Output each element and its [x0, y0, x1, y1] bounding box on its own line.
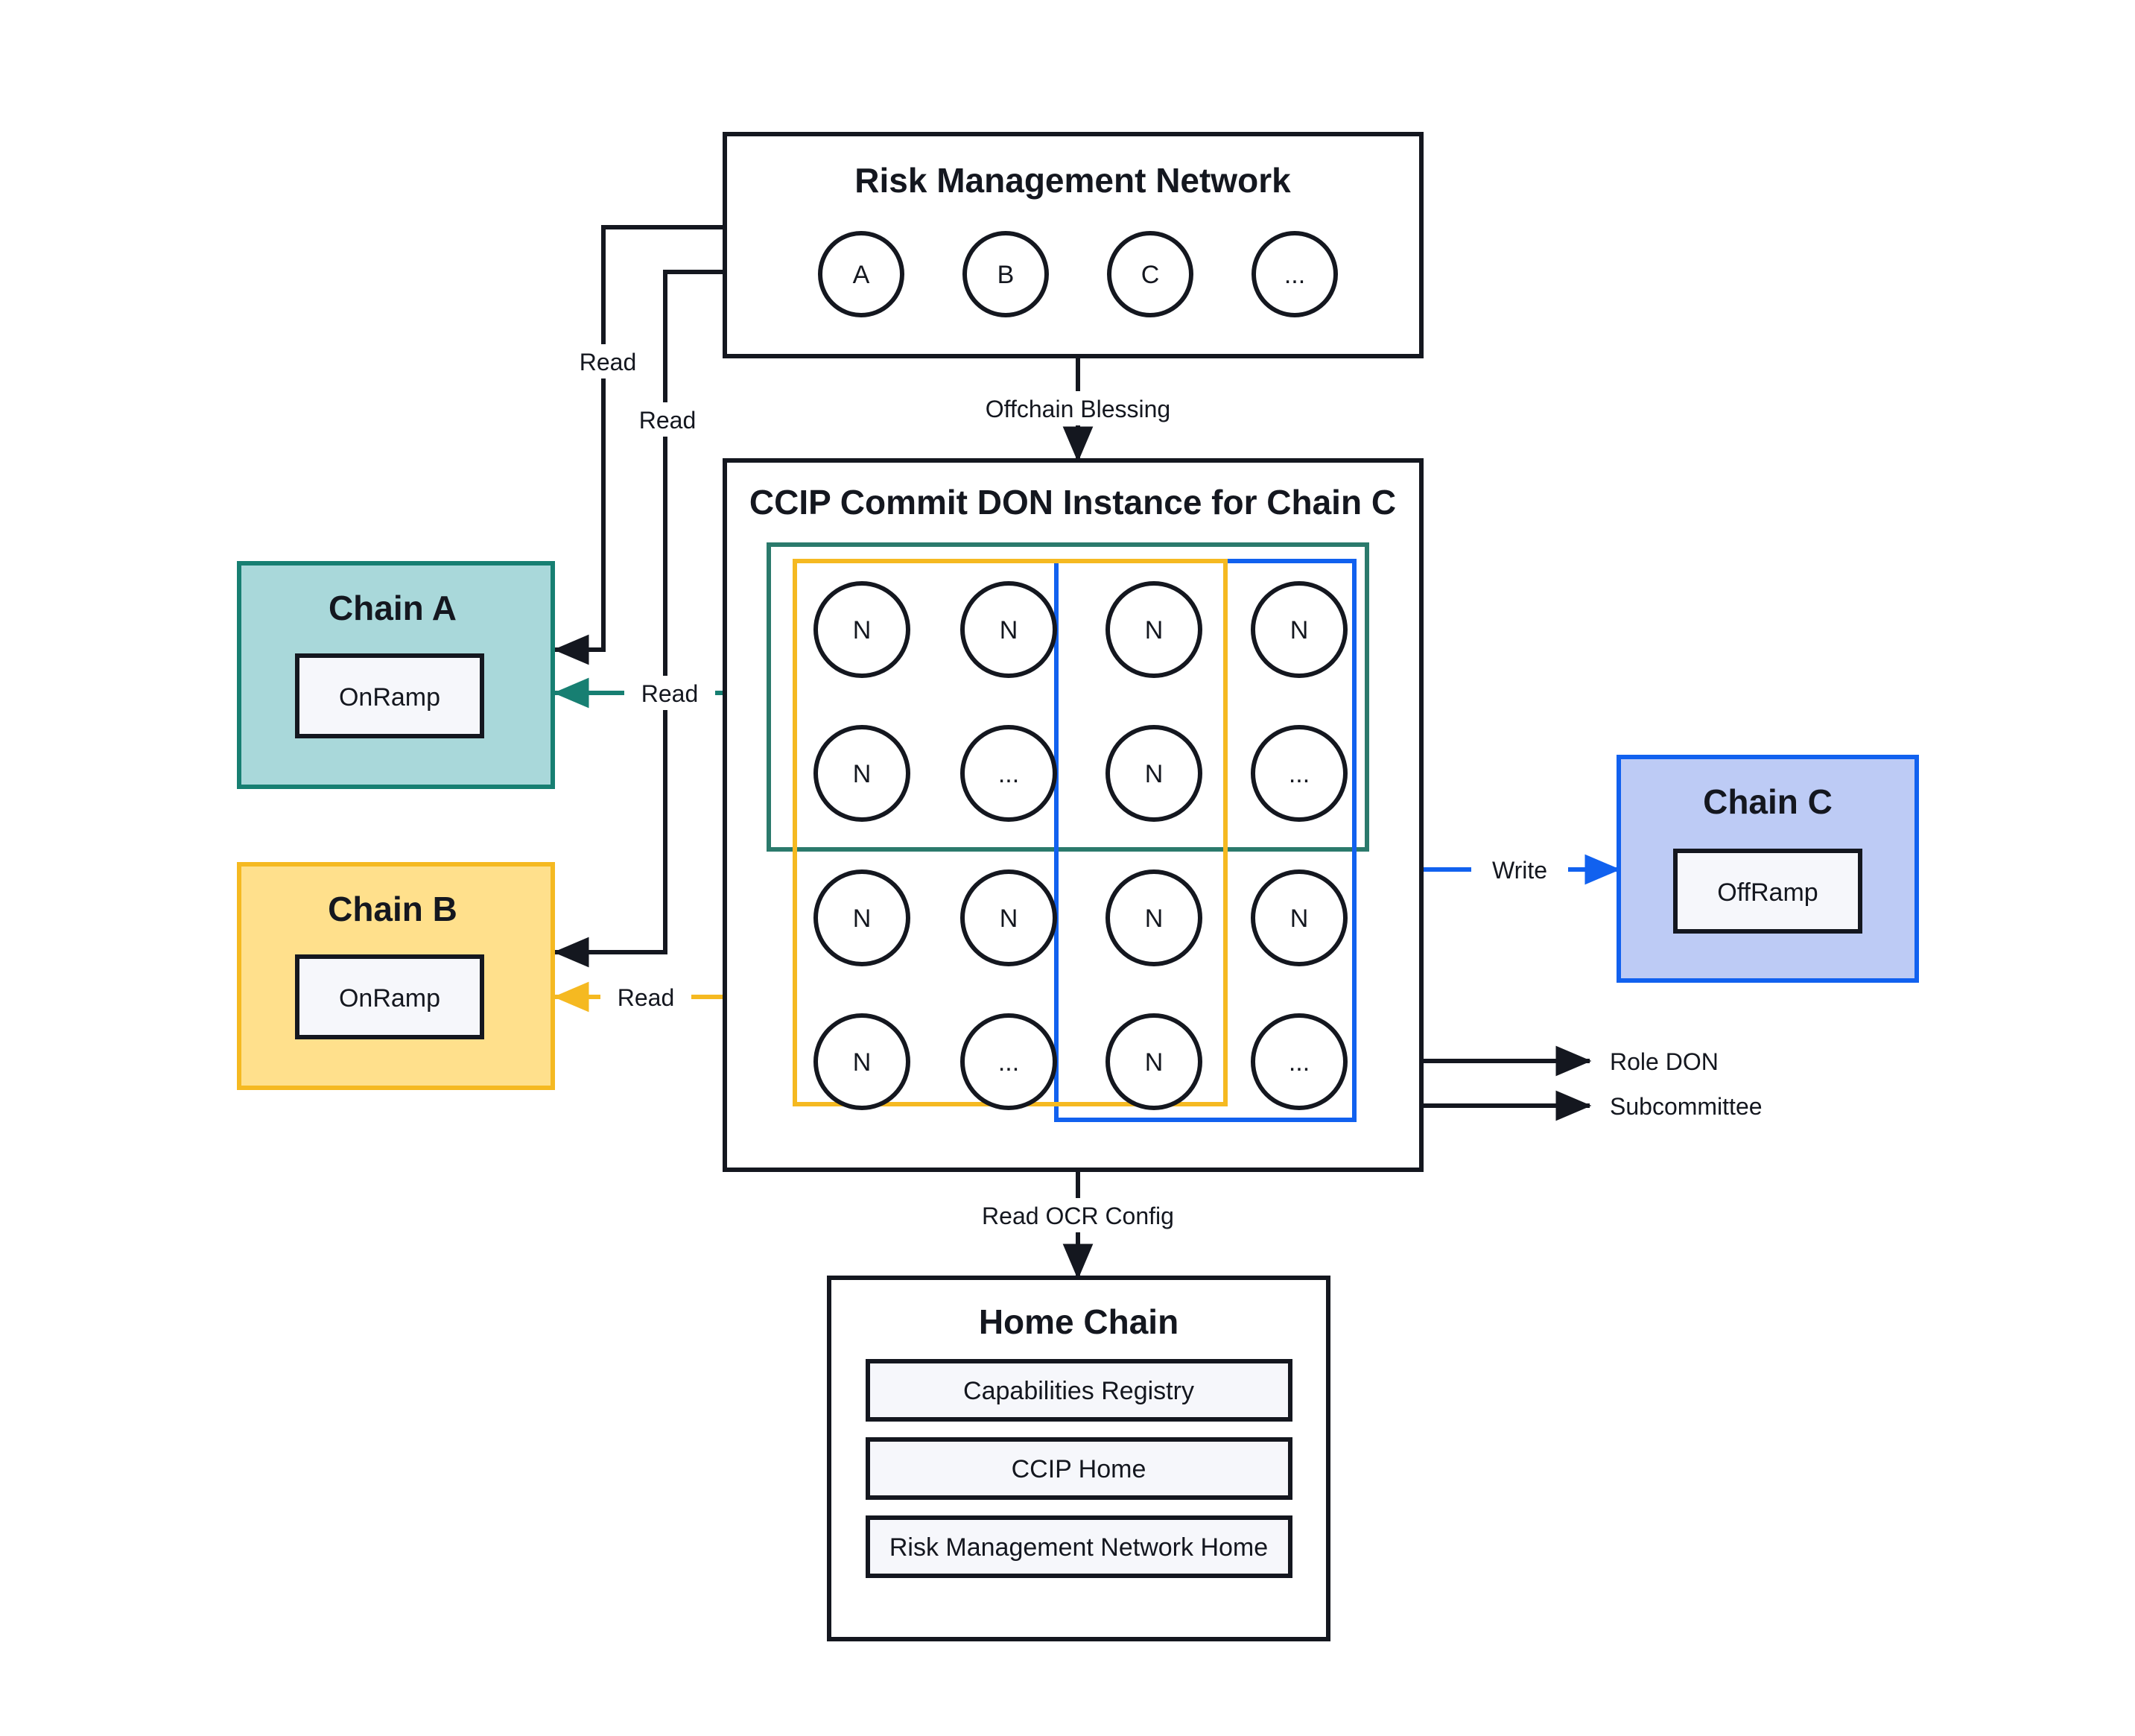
- label-bg: [568, 344, 653, 378]
- rmn-node-label: B: [997, 261, 1015, 289]
- rmn-node-label: C: [1141, 261, 1160, 289]
- label-bg: [972, 1198, 1188, 1232]
- don-node: [1251, 725, 1348, 822]
- home-chain-item-label: CCIP Home: [1012, 1455, 1146, 1483]
- don-node-label: N: [853, 760, 872, 788]
- home-chain-item-label: Risk Management Network Home: [889, 1533, 1268, 1562]
- label-bg: [600, 980, 691, 1014]
- don-node: [1105, 725, 1202, 822]
- edge-rmn-to-chain-b: [553, 270, 725, 968]
- don-node: [1251, 869, 1348, 966]
- don-node: [1251, 1013, 1348, 1110]
- chain-b-onramp-box: [295, 954, 484, 1039]
- don-node: [1105, 1013, 1202, 1110]
- don-node-label: N: [1290, 616, 1309, 644]
- edge-label-read-ocr-config: Read OCR Config: [982, 1203, 1174, 1229]
- commit-don-title: CCIP Commit DON Instance for Chain C: [749, 483, 1396, 522]
- don-node: [1251, 581, 1348, 678]
- home-chain-title: Home Chain: [979, 1302, 1178, 1341]
- don-node: [813, 869, 910, 966]
- don-node-label: N: [1000, 616, 1018, 644]
- don-node-label: N: [1290, 905, 1309, 933]
- legend-subcommittee-label: Subcommittee: [1610, 1093, 1763, 1120]
- edge-label-read-don-b: Read: [618, 984, 675, 1011]
- edge-label-offchain-blessing: Offchain Blessing: [986, 396, 1170, 422]
- don-node: [813, 581, 910, 678]
- chain-c-title: Chain C: [1703, 782, 1833, 821]
- chain-c-offramp-label: OffRamp: [1717, 878, 1818, 907]
- edge-label-read-don-a: Read: [641, 680, 699, 707]
- chain-a-onramp-box: [295, 653, 484, 738]
- don-node-label: N: [853, 905, 872, 933]
- don-node-label: ...: [1289, 1048, 1310, 1077]
- don-node: [1105, 581, 1202, 678]
- don-node-label: N: [1000, 905, 1018, 933]
- don-node-label: N: [853, 616, 872, 644]
- don-node-label: N: [1145, 905, 1164, 933]
- label-bg: [974, 391, 1182, 425]
- don-node-label: N: [853, 1048, 872, 1077]
- label-bg: [624, 676, 715, 710]
- don-node-label: ...: [1289, 760, 1310, 788]
- rmn-node: [962, 231, 1049, 317]
- rmn-node-label: A: [853, 261, 870, 289]
- rmn-node: [1107, 231, 1193, 317]
- don-node: [960, 1013, 1057, 1110]
- don-node-label: ...: [998, 1048, 1019, 1077]
- chain-a-title: Chain A: [329, 589, 457, 627]
- don-node-label: N: [1145, 760, 1164, 788]
- edge-label-read-rmn-b: Read: [639, 407, 697, 434]
- group-teal-role-don: [767, 542, 1369, 852]
- don-node: [813, 1013, 910, 1110]
- don-node: [960, 869, 1057, 966]
- edge-label-write-don-c: Write: [1492, 857, 1547, 884]
- home-chain-item-box: [866, 1437, 1292, 1500]
- legend-role-don-label: Role DON: [1610, 1048, 1719, 1075]
- don-node: [1105, 869, 1202, 966]
- don-node: [813, 725, 910, 822]
- chain-c-offramp-box: [1673, 849, 1862, 934]
- home-chain-item-label: Capabilities Registry: [963, 1377, 1194, 1405]
- risk-management-network-title: Risk Management Network: [854, 161, 1291, 200]
- chain-b-title: Chain B: [328, 890, 457, 928]
- edge-rmn-to-chain-a: [553, 225, 725, 665]
- rmn-node: [1252, 231, 1338, 317]
- don-node-label: ...: [998, 760, 1019, 788]
- home-chain-item-box: [866, 1359, 1292, 1422]
- label-bg: [1471, 852, 1568, 887]
- rmn-node-label: ...: [1284, 261, 1305, 289]
- chain-a-onramp-label: OnRamp: [339, 683, 440, 712]
- don-node-label: N: [1145, 1048, 1164, 1077]
- don-node: [960, 725, 1057, 822]
- don-node-label: N: [1145, 616, 1164, 644]
- home-chain-item-box: [866, 1515, 1292, 1578]
- don-node: [960, 581, 1057, 678]
- rmn-node: [818, 231, 904, 317]
- chain-b-onramp-label: OnRamp: [339, 984, 440, 1013]
- edge-label-read-rmn-a: Read: [580, 349, 637, 376]
- label-bg: [626, 402, 711, 437]
